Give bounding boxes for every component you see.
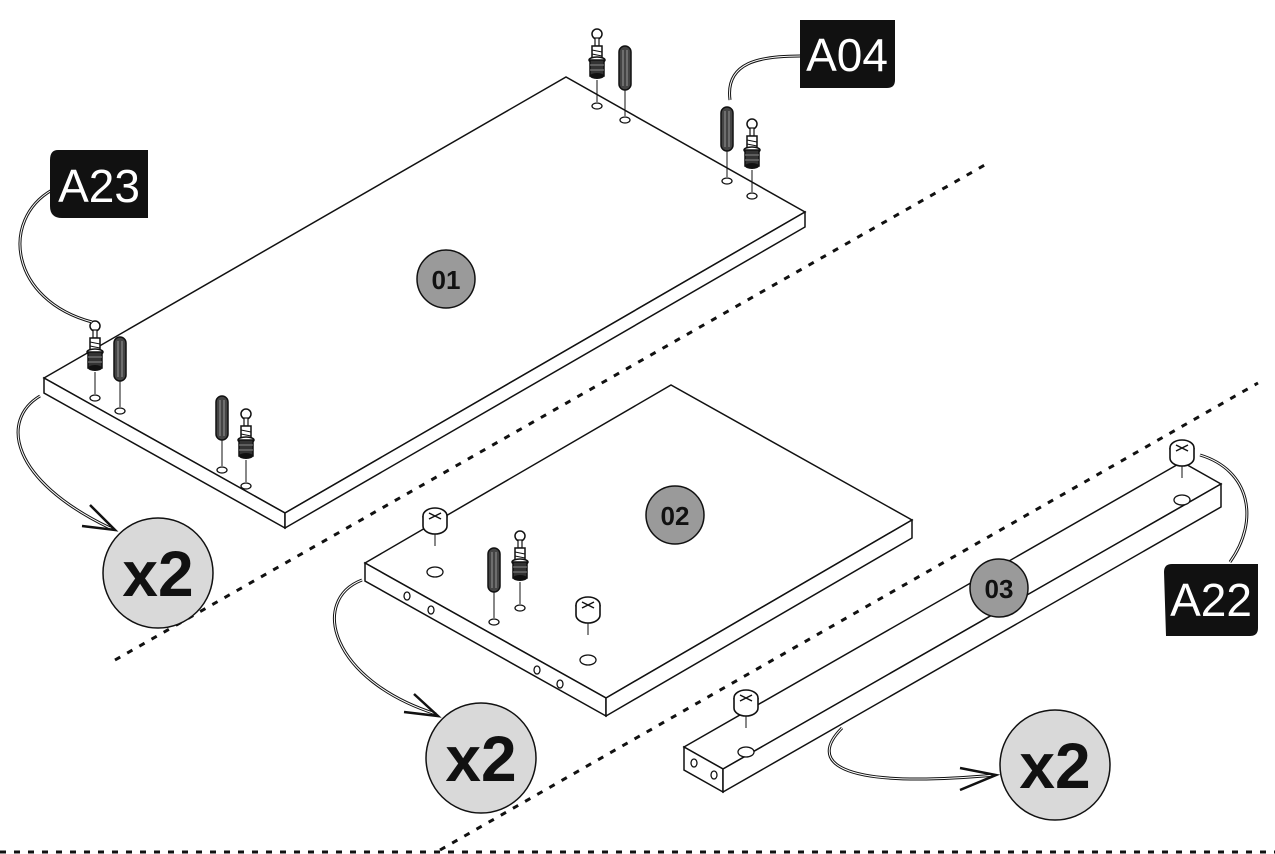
drill-hole-icon bbox=[1173, 494, 1191, 506]
curved-arrow-icon bbox=[81, 504, 119, 532]
callout-a04: A04 bbox=[728, 20, 895, 101]
hardware-label-a04: A04 bbox=[806, 29, 888, 81]
panel-02 bbox=[363, 384, 914, 718]
part-number-03: 03 bbox=[985, 574, 1014, 604]
drill-hole-icon bbox=[579, 654, 597, 666]
separator-lines bbox=[0, 160, 1275, 854]
part-badge-03: 03 bbox=[969, 558, 1029, 618]
part-number-02: 02 bbox=[661, 501, 690, 531]
drill-hole-icon bbox=[426, 566, 444, 578]
quantity-badge-02: x2 bbox=[425, 702, 537, 814]
hardware-label-a22: A22 bbox=[1170, 574, 1252, 626]
panel-02-edge-holes bbox=[403, 591, 564, 689]
curved-arrow-icon bbox=[403, 693, 442, 718]
curved-arrow-icon bbox=[959, 766, 1001, 792]
part-badge-01: 01 bbox=[416, 249, 476, 309]
panel-03 bbox=[682, 461, 1223, 794]
part-number-01: 01 bbox=[432, 265, 461, 295]
drill-hole-icon bbox=[737, 746, 755, 758]
quantity-text-01: x2 bbox=[122, 538, 193, 610]
quantity-arrow-02 bbox=[333, 578, 442, 718]
panel-02-hardware bbox=[422, 507, 601, 666]
quantity-arrow-01 bbox=[16, 394, 119, 532]
quantity-text-02: x2 bbox=[445, 723, 516, 795]
quantity-badge-01: x2 bbox=[102, 517, 214, 629]
quantity-arrow-03 bbox=[827, 726, 1001, 792]
callout-a23: A23 bbox=[18, 150, 148, 324]
callout-a22: A22 bbox=[1164, 453, 1258, 636]
panel-03-hardware bbox=[733, 439, 1195, 758]
part-badge-02: 02 bbox=[645, 485, 705, 545]
quantity-text-03: x2 bbox=[1019, 730, 1090, 802]
quantity-badge-03: x2 bbox=[999, 709, 1111, 821]
hardware-label-a23: A23 bbox=[58, 160, 140, 212]
panel-03-edge-holes bbox=[690, 758, 718, 780]
